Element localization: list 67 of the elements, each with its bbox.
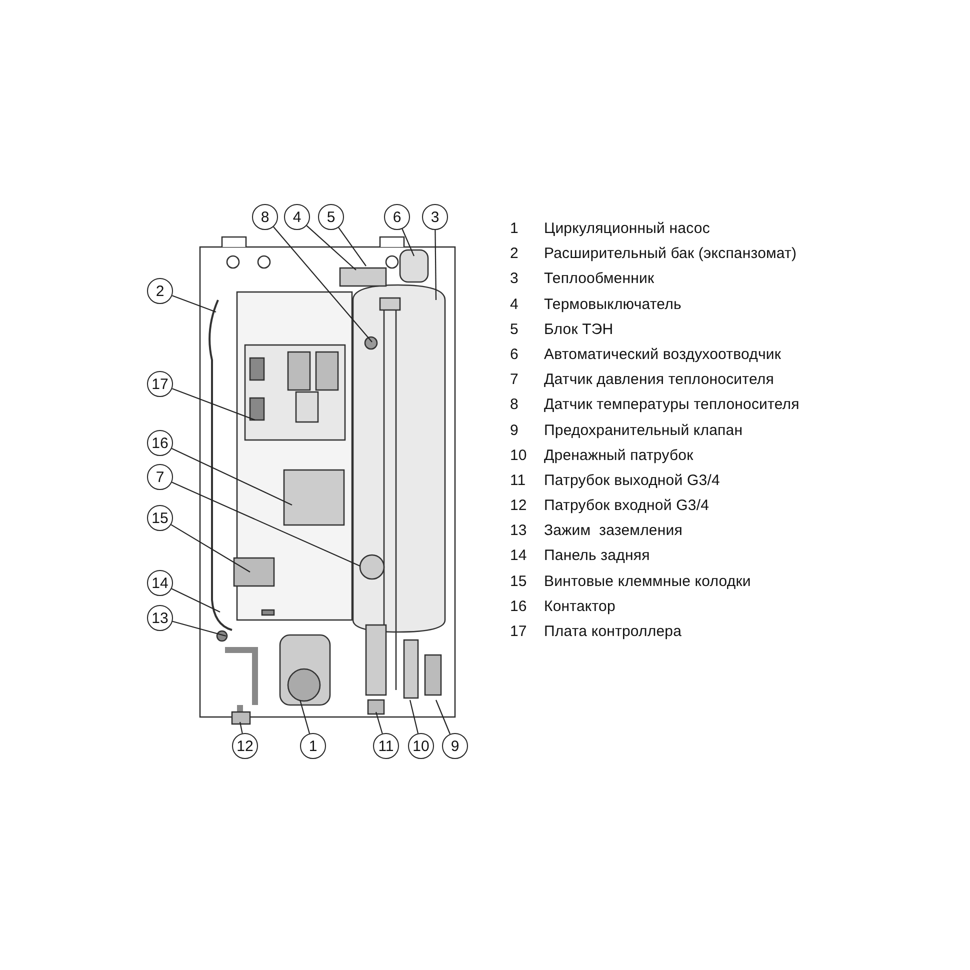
part-name: Предохранительный клапан xyxy=(544,420,744,440)
leader-line xyxy=(172,482,360,566)
legend-number: 12 xyxy=(510,496,528,516)
leader-line xyxy=(402,228,414,256)
legend-number: 2 xyxy=(510,244,520,264)
legend-number: 15 xyxy=(510,572,528,591)
callout-number: 16 xyxy=(147,430,173,456)
leader-line xyxy=(409,700,419,734)
legend-number: 7 xyxy=(510,370,520,390)
legend-number: 17 xyxy=(510,622,528,641)
part-name: Расширительный бак (экспанзомат) xyxy=(544,244,798,264)
callout-number: 7 xyxy=(147,464,173,490)
leader-line xyxy=(172,448,292,506)
legend-number: 6 xyxy=(510,344,520,364)
part-name: Теплообменник xyxy=(544,269,656,288)
callout-number: 11 xyxy=(373,733,399,759)
part-name: Термовыключатель xyxy=(544,294,682,314)
callout-number: 13 xyxy=(147,605,173,631)
leader-line xyxy=(375,712,383,734)
callout-number: 15 xyxy=(147,505,173,531)
callout-number: 1 xyxy=(300,733,326,759)
leader-line xyxy=(239,722,243,734)
callout-number: 9 xyxy=(442,733,468,759)
part-name: Зажим заземления xyxy=(544,521,684,540)
callout-number: 3 xyxy=(422,204,448,230)
leader-line xyxy=(299,700,310,734)
leader-line xyxy=(172,388,256,421)
callout-number: 14 xyxy=(147,570,173,596)
leader-line xyxy=(338,227,366,266)
part-name: Циркуляционный насос xyxy=(544,219,711,238)
callout-number: 8 xyxy=(252,204,278,230)
leader-line xyxy=(172,620,226,637)
leader-line xyxy=(172,295,216,313)
part-name: Патрубок входной G3/4 xyxy=(544,496,710,516)
legend-number: 8 xyxy=(510,395,520,414)
callout-number: 5 xyxy=(318,204,344,230)
part-name: Плата контроллера xyxy=(544,622,683,641)
callout-number: 12 xyxy=(232,733,258,759)
legend-number: 11 xyxy=(510,470,527,490)
part-name: Датчик температуры теплоносителя xyxy=(544,395,800,414)
part-name: Дренажный патрубок xyxy=(544,446,694,465)
callout-number: 4 xyxy=(284,204,310,230)
part-name: Патрубок выходной G3/4 xyxy=(544,470,721,490)
legend-number: 10 xyxy=(510,446,528,465)
part-name: Контактор xyxy=(544,596,616,616)
legend-number: 14 xyxy=(510,546,528,566)
legend-number: 9 xyxy=(510,420,520,440)
callout-number: 10 xyxy=(408,733,434,759)
part-name: Автоматический воздухоотводчик xyxy=(544,344,782,364)
legend-number: 4 xyxy=(510,294,520,314)
part-name: Датчик давления теплоносителя xyxy=(544,370,775,390)
leader-line xyxy=(170,524,250,572)
leader-line xyxy=(434,230,437,300)
leader-line xyxy=(436,700,450,734)
callout-number: 2 xyxy=(147,278,173,304)
part-name: Панель задняя xyxy=(544,546,651,566)
callout-number: 6 xyxy=(384,204,410,230)
legend-number: 1 xyxy=(510,219,520,238)
leader-line xyxy=(273,226,372,342)
leader-line xyxy=(171,588,220,612)
legend-number: 16 xyxy=(510,596,528,616)
callout-number: 17 xyxy=(147,371,173,397)
part-name: Винтовые клеммные колодки xyxy=(544,572,752,591)
part-name: Блок ТЭН xyxy=(544,320,614,339)
legend-number: 13 xyxy=(510,521,528,540)
legend-number: 3 xyxy=(510,269,520,288)
legend-number: 5 xyxy=(510,320,520,339)
